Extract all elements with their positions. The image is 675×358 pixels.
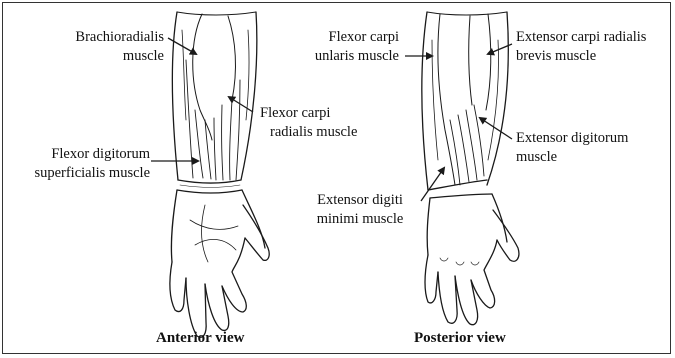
caption-posterior-view: Posterior view	[414, 330, 506, 347]
posterior-arm-drawing	[422, 12, 519, 325]
label-extensor-digiti-minimi: Extensor digiti minimi muscle	[310, 191, 410, 229]
label-extensor-digitorum: Extensor digitorum muscle	[516, 129, 628, 167]
label-flexor-digitorum-superficialis: Flexor digitorum superficialis muscle	[34, 145, 150, 183]
label-brachioradialis: Brachioradialis muscle	[75, 28, 164, 66]
arrow-extensor-digitorum	[480, 118, 512, 139]
label-extensor-carpi-radialis-brevis: Extensor carpi radialis brevis muscle	[516, 28, 646, 66]
label-flexor-carpi-radialis: Flexor carpi radialis muscle	[258, 104, 357, 142]
anterior-arm-drawing	[170, 12, 269, 337]
caption-anterior-view: Anterior view	[156, 330, 244, 347]
arrow-brachioradialis	[168, 38, 196, 54]
label-flexor-carpi-ulnaris: Flexor carpi unlaris muscle	[315, 28, 399, 66]
arrow-flexor-carpi-radialis	[229, 97, 253, 112]
arrow-extensor-digiti-minimi	[421, 168, 444, 201]
